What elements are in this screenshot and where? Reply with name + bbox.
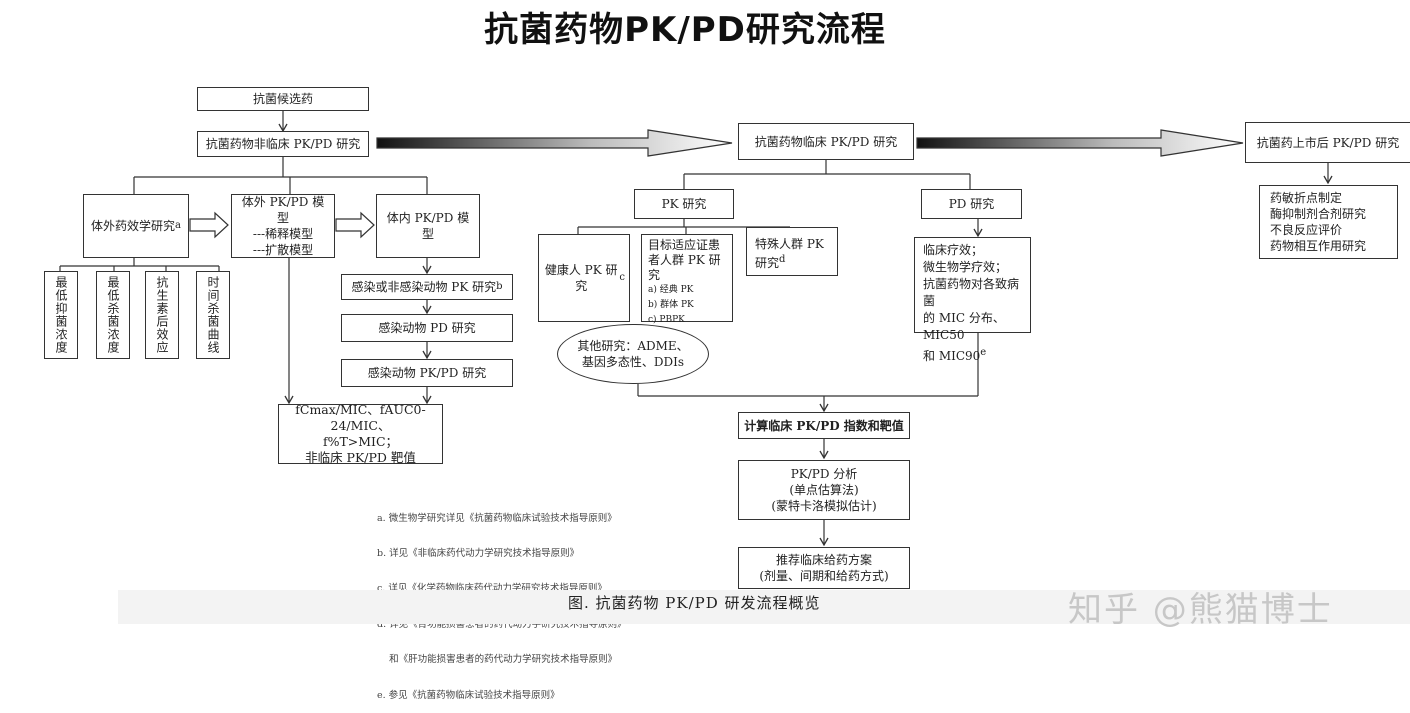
target-population-pk-box: 目标适应证患者人群 PK 研究 a) 经典 PK b) 群体 PK c) PBP… — [641, 234, 733, 325]
pae-box: 抗生素后效应 — [145, 271, 179, 359]
caption-bar — [118, 590, 1410, 624]
connector-lines — [59, 111, 1333, 547]
pd-details-box: 临床疗效； 微生物学疗效； 抗菌药物对各致病菌 的 MIC 分布、MIC50 和… — [914, 237, 1031, 363]
watermark: 知乎 @熊猫博士 — [1068, 590, 1333, 630]
footnote-a: a. 微生物学研究详见《抗菌药物临床试验技术指导原则》 — [377, 512, 617, 524]
mic-box: 最低抑菌浓度 — [44, 271, 78, 359]
calc-clinical-index-box: 计算临床 PK/PD 指数和靶值 — [738, 412, 910, 439]
footnote-c: c. 详见《化学药物临床药代动力学研究技术指导原则》 — [377, 583, 607, 595]
other-studies-ellipse: 其他研究：ADME、 基因多态性、DDIs — [557, 324, 709, 384]
footnote-d-cont: 和《肝功能损害患者的药代动力学研究技术指导原则》 — [377, 654, 618, 666]
animal-pkpd-box: 感染动物 PK/PD 研究 — [341, 359, 513, 387]
footnote-d: d. 详见《肾功能损害患者的药代动力学研究技术指导原则》 — [377, 618, 627, 630]
candidate-drug-box: 抗菌候选药 — [197, 87, 369, 111]
clinical-pkpd-box: 抗菌药物临床 PK/PD 研究 — [738, 123, 914, 160]
timekill-box: 时间杀菌曲线 — [196, 271, 230, 359]
footnote-b: b. 详见《非临床药代动力学研究技术指导原则》 — [377, 547, 580, 559]
footnote-e: e. 参见《抗菌药物临床试验技术指导原则》 — [377, 689, 560, 701]
special-population-pk-box: 特殊人群 PK 研究d — [746, 227, 838, 276]
pk-study-box: PK 研究 — [634, 189, 734, 219]
nonclinical-target-box: fCmax/MIC、fAUC0-24/MIC、 f%T>MIC； 非临床 PK/… — [278, 402, 443, 465]
dosing-regimen-box: 推荐临床给药方案 (剂量、间期和给药方式) — [738, 547, 910, 589]
invivo-pkpd-model-box: 体内 PK/PD 模型 — [376, 194, 480, 258]
pd-study-box: PD 研究 — [921, 189, 1022, 219]
mbc-box: 最低杀菌浓度 — [96, 271, 130, 359]
animal-pd-box: 感染动物 PD 研究 — [341, 314, 513, 342]
postmarket-pkpd-box: 抗菌药上市后 PK/PD 研究 — [1245, 122, 1410, 163]
nonclinical-pkpd-box: 抗菌药物非临床 PK/PD 研究 — [197, 131, 369, 157]
page-title: 抗菌药物PK/PD研究流程 — [484, 10, 886, 50]
invitro-pkpd-model-box: 体外 PK/PD 模型 ---稀释模型 ---扩散模型 — [231, 194, 335, 258]
figure-caption: 图. 抗菌药物 PK/PD 研发流程概览 — [568, 594, 821, 612]
pkpd-analysis-box: PK/PD 分析 (单点估算法) (蒙特卡洛模拟估计) — [738, 460, 910, 520]
postmarket-items-box: 药敏折点制定 酶抑制剂合剂研究 不良反应评价 药物相互作用研究 — [1259, 185, 1398, 259]
